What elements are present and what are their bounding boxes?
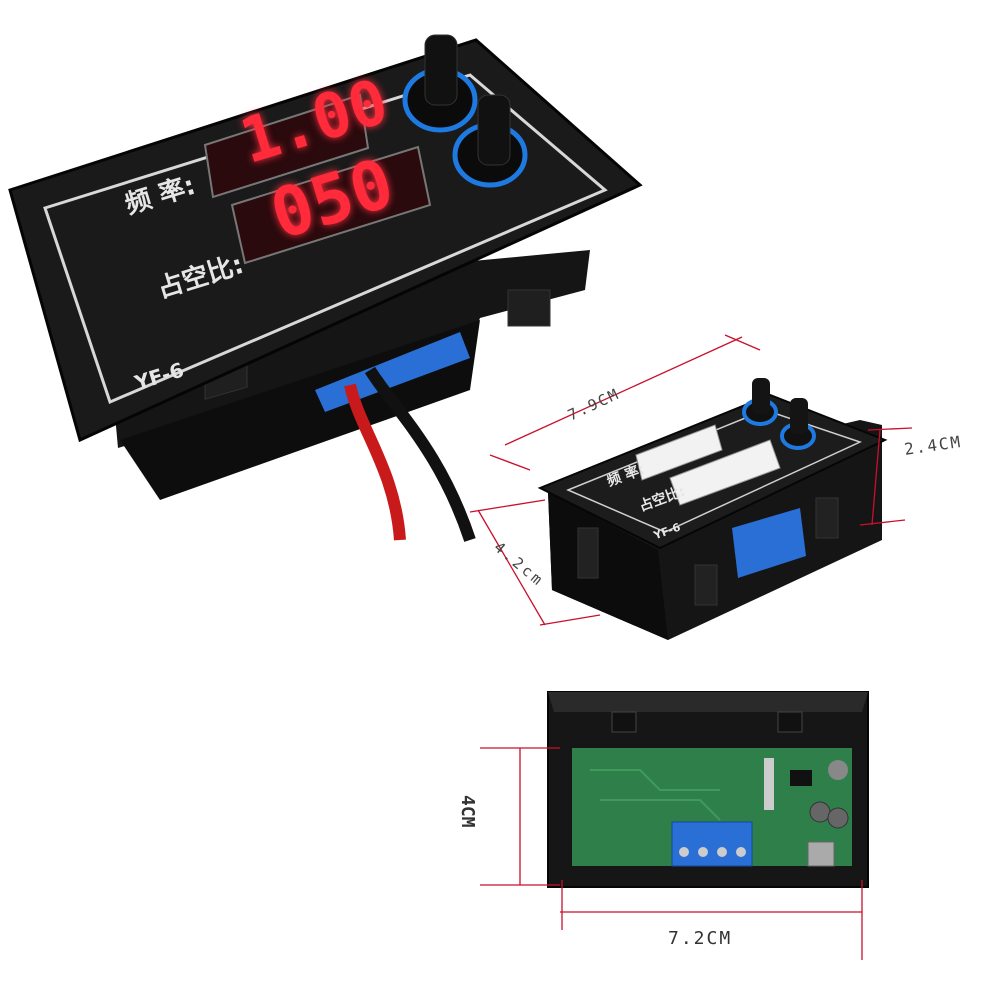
side-frequency-knob[interactable] bbox=[742, 378, 778, 426]
side-dimension-lines bbox=[469, 334, 913, 626]
red-wire bbox=[344, 383, 406, 541]
back-height-dimension-label: 4CM bbox=[457, 795, 478, 828]
side-duty-knob[interactable] bbox=[780, 398, 816, 450]
terminal-block bbox=[671, 821, 753, 867]
frequency-knob[interactable] bbox=[402, 34, 478, 133]
black-wire bbox=[364, 366, 476, 542]
back-width-dimension-label: 7.2CM bbox=[668, 928, 733, 949]
duty-knob[interactable] bbox=[452, 94, 528, 188]
back-dimension-lines bbox=[480, 747, 863, 960]
